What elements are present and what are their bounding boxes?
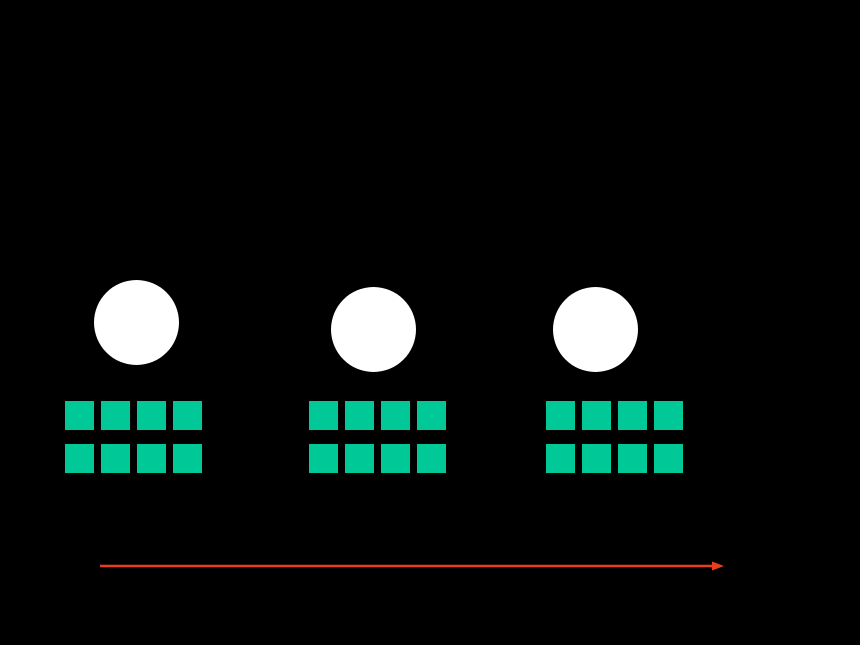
group-3-square xyxy=(654,444,683,473)
group-2-square xyxy=(381,401,410,430)
group-1-square xyxy=(137,401,166,430)
group-3-circle xyxy=(552,286,638,372)
group-3-square xyxy=(618,401,647,430)
group-2-square xyxy=(345,401,374,430)
group-3-square xyxy=(582,401,611,430)
group-2-square xyxy=(309,444,338,473)
group-1-square xyxy=(173,401,202,430)
group-1-square xyxy=(101,401,130,430)
arrow-head xyxy=(712,561,724,571)
group-2-square xyxy=(309,401,338,430)
group-2-circle xyxy=(330,286,416,372)
group-1-circle xyxy=(93,279,179,365)
group-2-square xyxy=(417,444,446,473)
group-2-square xyxy=(345,444,374,473)
group-1-square xyxy=(101,444,130,473)
group-1-square xyxy=(173,444,202,473)
group-3-square xyxy=(546,444,575,473)
group-3-square xyxy=(582,444,611,473)
group-3-square xyxy=(546,401,575,430)
group-1-square xyxy=(65,401,94,430)
group-1-square xyxy=(65,444,94,473)
group-3-square xyxy=(654,401,683,430)
group-2-square xyxy=(381,444,410,473)
group-1-square xyxy=(137,444,166,473)
group-3-square xyxy=(618,444,647,473)
group-2-square xyxy=(417,401,446,430)
